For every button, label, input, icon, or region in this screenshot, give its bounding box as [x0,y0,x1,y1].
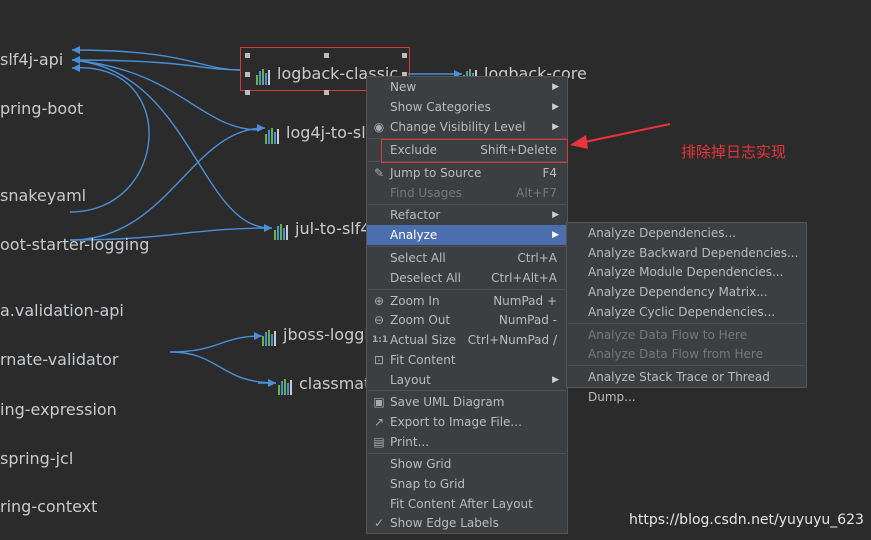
menu-separator [568,365,805,366]
node-spring-jcl[interactable]: spring-jcl [0,449,74,468]
exclude-highlight-box [381,139,568,163]
menu-separator [368,390,566,391]
resize-handle[interactable] [245,53,250,58]
submenu-item-data-flow-from[interactable]: Analyze Data Flow from Here [588,347,763,361]
pencil-icon: ✎ [373,166,385,180]
menu-separator [368,204,566,205]
resize-handle[interactable] [402,72,407,77]
zoom-out-icon: ⊖ [373,313,385,327]
menu-item-refactor[interactable]: Refactor▶ [367,205,567,225]
menu-item-save-uml[interactable]: ▣Save UML Diagram [373,395,505,409]
menu-item-show-categories[interactable]: Show Categories▶ [367,97,567,117]
print-icon: ▤ [373,435,385,449]
node-slf4j-api[interactable]: slf4j-api [0,50,64,69]
menu-item-export-image[interactable]: ↗Export to Image File... [373,415,522,429]
menu-item-print[interactable]: ▤Print... [373,435,430,449]
menu-separator [368,453,566,454]
menu-item-change-visibility[interactable]: ◉Change Visibility Level▶ [367,117,567,137]
library-icon [278,375,293,395]
node-spring-context[interactable]: ring-context [0,497,98,516]
node-classmate[interactable]: classmat [278,374,370,395]
menu-item-new[interactable]: New▶ [367,77,567,97]
checkmark-icon: ✓ [373,516,385,530]
submenu-item-module-dependencies[interactable]: Analyze Module Dependencies... [588,265,784,279]
menu-separator [368,289,566,290]
resize-handle[interactable] [245,90,250,95]
menu-item-show-edge-labels[interactable]: ✓Show Edge Labels [373,516,499,530]
node-starter-logging[interactable]: oot-starter-logging [0,235,150,254]
chevron-right-icon: ▶ [552,122,559,132]
menu-item-fit-content[interactable]: ⊡Fit Content [373,353,456,367]
library-icon [265,124,280,144]
context-menu: New▶ Show Categories▶ ◉Change Visibility… [366,76,568,534]
fit-content-icon: ⊡ [373,353,385,367]
watermark: https://blog.csdn.net/yuyuyu_623 [629,512,864,528]
resize-handle[interactable] [324,90,329,95]
analyze-submenu: Analyze Dependencies... Analyze Backward… [566,222,807,404]
chevron-right-icon: ▶ [552,82,559,92]
menu-separator [368,138,566,139]
menu-separator [568,323,805,324]
node-spring-boot[interactable]: pring-boot [0,99,84,118]
annotation-text: 排除掉日志实现 [681,143,787,161]
menu-item-snap-to-grid[interactable]: Snap to Grid [390,477,466,491]
save-icon: ▣ [373,395,385,409]
resize-handle[interactable] [324,53,329,58]
chevron-right-icon: ▶ [552,375,559,385]
node-spring-expression[interactable]: ing-expression [0,400,117,419]
menu-separator [368,161,566,162]
eye-icon: ◉ [373,120,385,134]
chevron-right-icon: ▶ [552,102,559,112]
submenu-item-analyze-dependencies[interactable]: Analyze Dependencies... [588,226,736,240]
zoom-in-icon: ⊕ [373,294,385,308]
resize-handle[interactable] [402,53,407,58]
actual-size-icon: 1:1 [372,335,389,345]
node-jboss-logging[interactable]: jboss-loggi [262,325,369,346]
node-jul-to-slf4j[interactable]: jul-to-slf4 [274,219,371,240]
library-icon [262,326,277,346]
submenu-item-data-flow-to[interactable]: Analyze Data Flow to Here [588,328,748,342]
submenu-item-dependency-matrix[interactable]: Analyze Dependency Matrix... [588,285,768,299]
submenu-item-backward-dependencies[interactable]: Analyze Backward Dependencies... [588,246,799,260]
submenu-item-cyclic-dependencies[interactable]: Analyze Cyclic Dependencies... [588,305,776,319]
menu-item-analyze[interactable]: Analyze▶ [367,225,567,245]
resize-handle[interactable] [245,72,250,77]
chevron-right-icon: ▶ [552,210,559,220]
library-icon [256,65,271,85]
menu-item-layout[interactable]: Layout▶ [367,370,567,390]
menu-item-show-grid[interactable]: Show Grid [390,457,452,471]
menu-separator [368,246,566,247]
export-icon: ↗ [373,415,385,429]
library-icon [274,220,289,240]
submenu-item-stack-trace[interactable]: Analyze Stack Trace or Thread Dump... [588,370,770,404]
chevron-right-icon: ▶ [552,230,559,240]
node-hibernate-validator[interactable]: rnate-validator [0,350,119,369]
node-snakeyaml[interactable]: snakeyaml [0,186,87,205]
node-validation-api[interactable]: a.validation-api [0,301,124,320]
node-log4j-to-slf4j[interactable]: log4j-to-sl [265,123,366,144]
menu-item-fit-after-layout[interactable]: Fit Content After Layout [390,497,533,511]
